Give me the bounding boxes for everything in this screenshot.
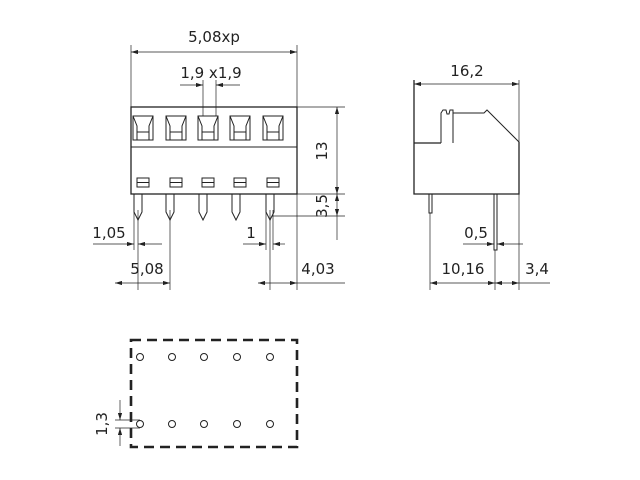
dim-side-pin-width: 0,5	[464, 224, 488, 242]
footprint-outline	[129, 338, 299, 449]
pins	[133, 194, 275, 222]
wire-opening	[229, 115, 251, 141]
screw-opening	[169, 177, 183, 188]
wire-opening	[262, 115, 284, 141]
dim-pin-spacing: 10,16	[442, 260, 485, 278]
dim-height: 13	[313, 141, 331, 160]
hole	[233, 353, 241, 361]
dim-depth: 16,2	[450, 62, 483, 80]
pin	[198, 194, 208, 222]
screw-opening	[233, 177, 247, 188]
wire-entry-openings	[132, 115, 284, 141]
dim-total-width: 5,08xp	[188, 28, 240, 46]
dim-side-edge-offset: 3,4	[525, 260, 549, 278]
hole	[136, 353, 144, 361]
hole	[136, 420, 144, 428]
dim-pin-length: 3,5	[313, 194, 331, 218]
terminal-body	[130, 106, 298, 195]
wire-opening	[165, 115, 187, 141]
pin	[231, 194, 241, 222]
dim-hole-diameter: 1,3	[93, 412, 111, 436]
dim-pitch: 5,08	[130, 260, 163, 278]
dim-pin-thickness: 1	[246, 224, 256, 242]
hole	[266, 353, 274, 361]
wire-opening	[132, 115, 154, 141]
side-pin-right	[493, 194, 498, 251]
hole	[168, 353, 176, 361]
screw-openings	[136, 177, 280, 188]
side-pin-left	[428, 194, 433, 214]
hole	[168, 420, 176, 428]
pcb-footprint: 1,3	[93, 338, 299, 449]
screw-opening	[266, 177, 280, 188]
screw-opening	[201, 177, 215, 188]
hole	[200, 420, 208, 428]
dim-edge-offset: 4,03	[301, 260, 334, 278]
screw-opening	[136, 177, 150, 188]
dim-opening-size: 1,9 x1,9	[180, 64, 241, 82]
wire-opening	[197, 115, 219, 141]
dim-pin-width: 1,05	[92, 224, 125, 242]
hole	[200, 353, 208, 361]
front-view: 5,08xp 1,9 x1,9 13 3,5 1,05 5,08 1 4,03	[92, 28, 345, 290]
side-view: 16,2 0,5 10,16 3,4	[413, 62, 550, 290]
side-body	[413, 80, 520, 195]
hole	[266, 420, 274, 428]
footprint-holes	[136, 353, 274, 428]
hole	[233, 420, 241, 428]
